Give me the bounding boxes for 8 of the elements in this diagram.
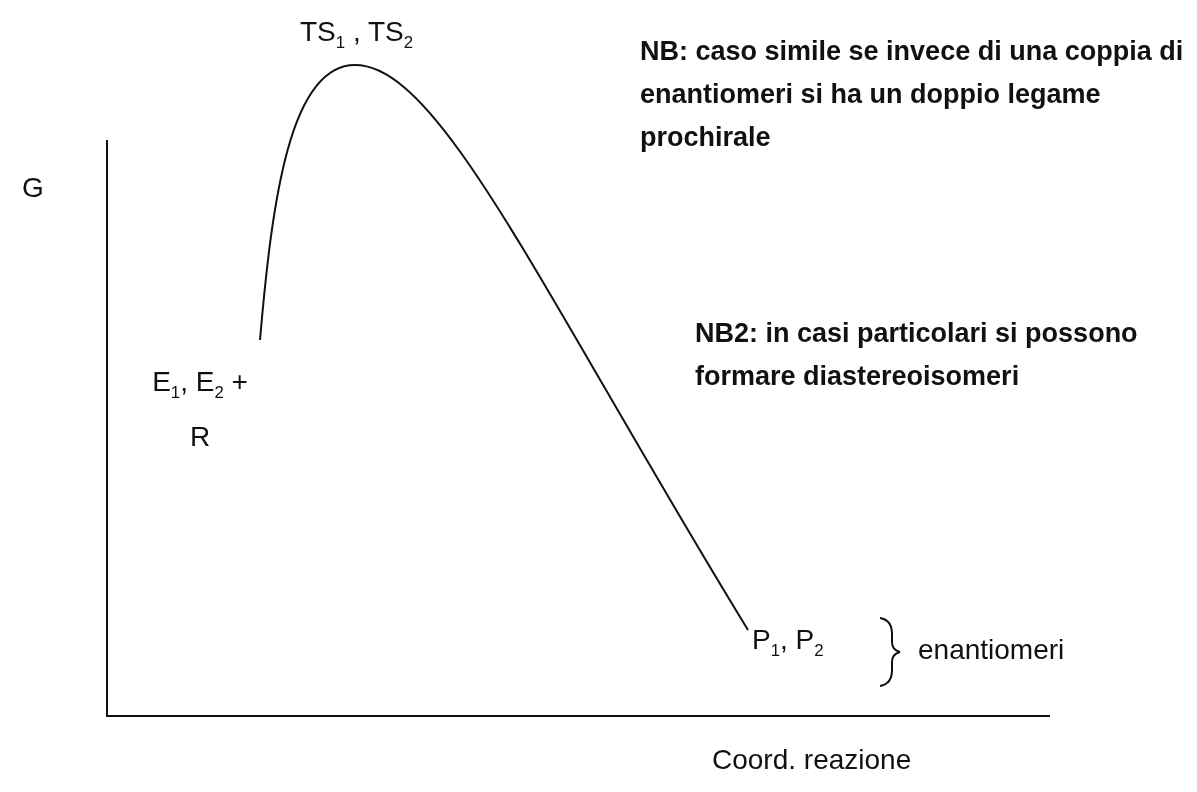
axis-label: G xyxy=(22,171,44,205)
note-text: NB2: in casi particolari si possono formare diastereoisomeri xyxy=(695,317,1139,393)
bracket-label: enantiomeri xyxy=(918,633,1065,667)
axis-label: Coord. reazione xyxy=(712,743,912,777)
product-label: P$_{1}$, P$_{2}$ xyxy=(752,623,824,662)
peak-label: TS$_{1}$ , TS$_{2}$ xyxy=(300,15,414,54)
note-text: NB: caso simile se invece di una coppia di enantiomeri si ha un doppio legame prochirale xyxy=(640,35,1185,154)
reactant-label: E$_{1}$, E$_{2}$ + R xyxy=(151,365,249,454)
